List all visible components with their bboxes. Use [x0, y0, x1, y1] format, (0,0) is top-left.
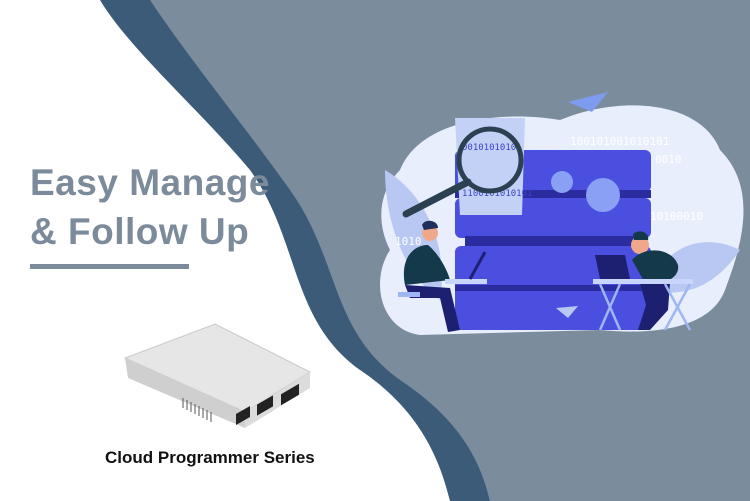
illustration: 100101001010101 0010 1010 10100010 00101… — [380, 92, 744, 335]
binary-text: 1010 — [395, 235, 422, 248]
gear-icon — [586, 178, 620, 212]
port — [281, 383, 299, 406]
port — [257, 395, 273, 416]
white-wave-area — [0, 0, 450, 501]
code-document — [455, 118, 525, 215]
cloud-programmer-device — [123, 323, 312, 428]
binary-text: 0010 — [655, 153, 682, 166]
binary-text: 00101010101 — [462, 143, 522, 153]
person-left — [398, 220, 487, 332]
headline-line-2: & Follow Up — [30, 211, 250, 252]
magnifier-icon — [456, 126, 524, 194]
port — [236, 405, 250, 426]
product-caption: Cloud Programmer Series — [105, 448, 315, 467]
gear-icon — [551, 171, 573, 193]
binary-text: 1100101010101 — [462, 189, 532, 199]
headline-line-1: Easy Manage — [30, 162, 270, 203]
binary-text: 100101001010101 — [570, 135, 669, 148]
person-right — [593, 231, 693, 331]
paper-plane-icon — [568, 92, 608, 112]
headline-divider — [30, 264, 189, 269]
binary-text: 10100010 — [650, 210, 703, 223]
paper-plane-icon — [556, 306, 578, 318]
